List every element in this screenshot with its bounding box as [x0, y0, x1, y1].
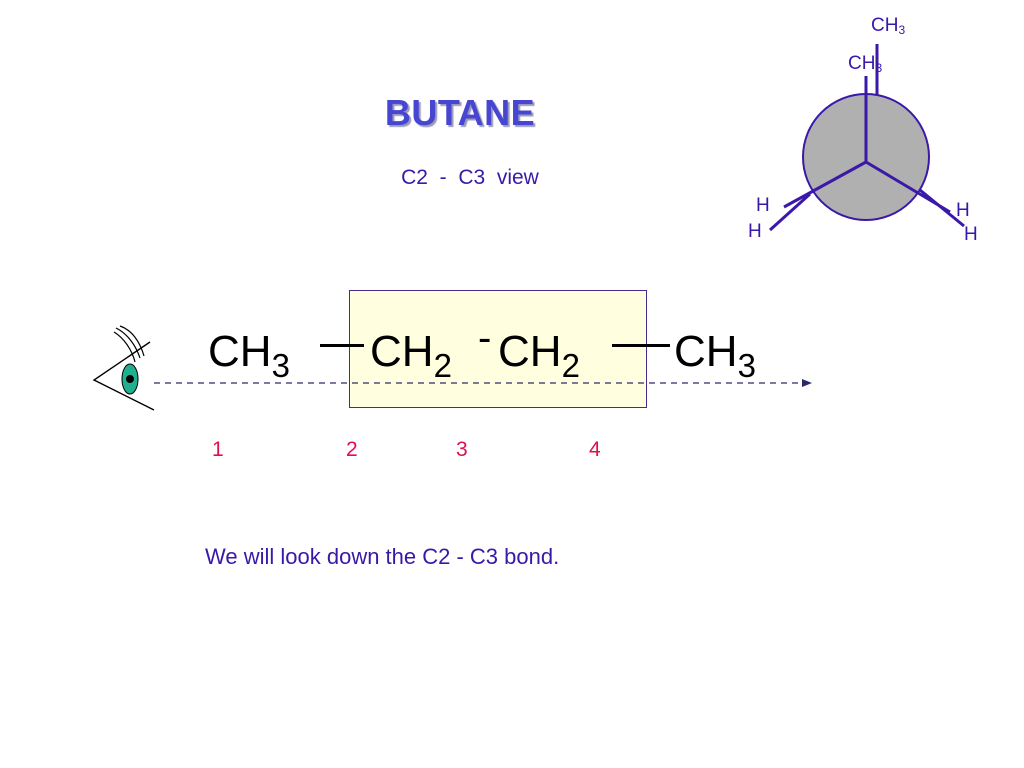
- carbon-number-1: 1: [212, 438, 224, 461]
- newman-back-ch3-base: CH: [871, 15, 899, 36]
- formula-group-c3-sub: 2: [561, 347, 580, 384]
- newman-front-bonds: [783, 76, 951, 214]
- sight-line-arrow: [154, 379, 812, 387]
- caption-text: We will look down the C2 - C3 bond.: [205, 544, 560, 569]
- newman-back-ch3-sub: 3: [898, 23, 906, 37]
- newman-front-ch3-sub: 3: [875, 61, 883, 75]
- newman-projection: [768, 44, 965, 232]
- eye-icon: [92, 325, 155, 411]
- bond-c3-c4: [612, 344, 670, 347]
- bond-c1-c2: [320, 344, 364, 347]
- formula-group-c4-base: CH: [674, 327, 738, 376]
- formula-group-c4: CH3: [674, 327, 756, 383]
- formula-group-c4-sub: 3: [737, 347, 756, 384]
- formula-group-c3-base: CH: [498, 327, 562, 376]
- formula-group-c2: CH2: [370, 327, 452, 383]
- newman-left-front-h: H: [756, 195, 770, 216]
- newman-front-ch3-base: CH: [848, 53, 876, 74]
- newman-right-back-h: H: [964, 224, 978, 245]
- formula-group-c1-base: CH: [208, 327, 272, 376]
- formula-group-c1-sub: 3: [271, 347, 290, 384]
- formula-group-c2-sub: 2: [433, 347, 452, 384]
- formula-group-c2-base: CH: [370, 327, 434, 376]
- newman-front-ch3: CH3: [848, 53, 883, 75]
- formula-group-c1: CH3: [208, 327, 290, 383]
- newman-right-front-h: H: [956, 200, 970, 221]
- carbon-number-3: 3: [456, 438, 468, 461]
- newman-left-back-h: H: [748, 221, 762, 242]
- carbon-number-2: 2: [346, 438, 358, 461]
- carbon-number-4: 4: [589, 438, 601, 461]
- newman-back-ch3: CH3: [871, 15, 906, 37]
- bond-c2-c3: -: [478, 316, 492, 360]
- c2-c3-highlight-box: [349, 290, 647, 408]
- page-title: BUTANE: [384, 92, 536, 133]
- view-subtitle: C2 - C3 view: [401, 166, 539, 189]
- formula-group-c3: CH2: [498, 327, 580, 383]
